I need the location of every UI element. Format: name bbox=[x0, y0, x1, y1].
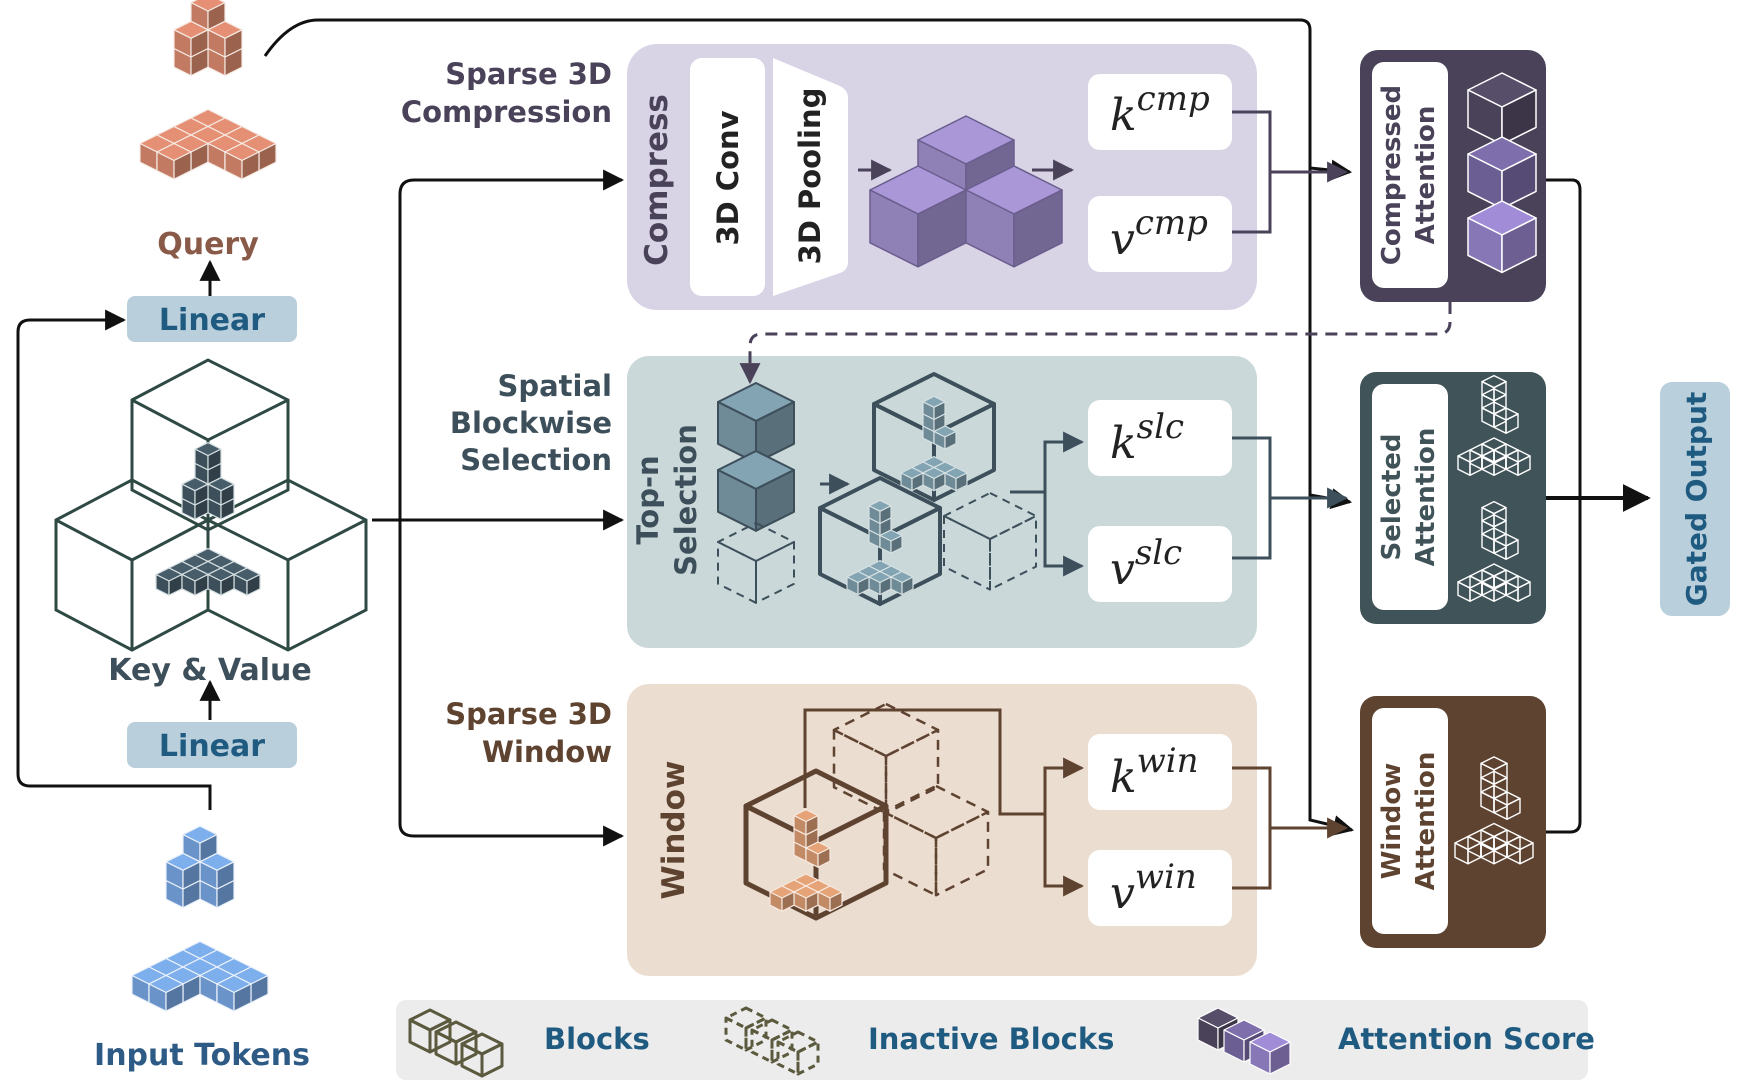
window-blocks-icon bbox=[743, 702, 990, 921]
selection-title-2: Blockwise bbox=[450, 406, 612, 440]
k-win-box: kwin bbox=[1088, 734, 1232, 810]
selection-title-3: Selection bbox=[460, 443, 612, 477]
compressed-cubes-icon bbox=[869, 115, 1063, 268]
compression-kv-merge bbox=[1230, 110, 1346, 234]
v-cmp-box: vcmp bbox=[1088, 196, 1232, 272]
svg-text:Linear: Linear bbox=[159, 729, 265, 764]
topn-stage-label-2: Selection bbox=[669, 424, 703, 576]
compression-title-2: Compression bbox=[401, 95, 612, 129]
selected-attention-card: Selected Attention bbox=[1360, 372, 1546, 624]
selected-blocks-icon bbox=[818, 372, 1037, 606]
compression-title-1: Sparse 3D bbox=[445, 57, 612, 91]
inactive-blocks-legend-icon bbox=[724, 1006, 820, 1076]
svg-text:Attention: Attention bbox=[1411, 106, 1441, 245]
legend: Blocks Inactive Blocks Attention Score bbox=[396, 1000, 1595, 1080]
compress-stage-label: Compress bbox=[639, 94, 675, 266]
window-title-1: Sparse 3D bbox=[445, 697, 612, 731]
window-title-2: Window bbox=[482, 735, 612, 769]
compressed-attention-card: Compressed Attention bbox=[1360, 50, 1546, 302]
window-panel bbox=[627, 684, 1257, 976]
gated-output-box: Gated Output bbox=[1660, 382, 1730, 616]
input-tokens-icon bbox=[131, 825, 269, 1012]
svg-text:Gated Output: Gated Output bbox=[1680, 392, 1713, 607]
svg-text:kcmp: kcmp bbox=[1110, 79, 1210, 141]
svg-text:Linear: Linear bbox=[159, 303, 265, 338]
selection-title-1: Spatial bbox=[497, 369, 612, 403]
k-slc-box: kslc bbox=[1088, 400, 1232, 476]
svg-text:kwin: kwin bbox=[1110, 741, 1199, 803]
attention-score-legend-icon bbox=[1197, 1007, 1291, 1075]
legend-inactive-label: Inactive Blocks bbox=[868, 1022, 1114, 1056]
svg-text:vslc: vslc bbox=[1110, 533, 1182, 595]
blocks-legend-icon bbox=[408, 1008, 504, 1078]
query-voxels-icon bbox=[139, 0, 277, 180]
selection-feedback-arrow bbox=[739, 302, 1452, 385]
window-attention-card: Window Attention bbox=[1360, 696, 1546, 948]
linear-box-kv: Linear bbox=[127, 722, 297, 768]
legend-blocks-label: Blocks bbox=[544, 1022, 650, 1056]
svg-text:Attention: Attention bbox=[1411, 752, 1441, 891]
v-win-box: vwin bbox=[1088, 850, 1232, 926]
selection-kv-merge bbox=[1230, 436, 1346, 560]
svg-text:kslc: kslc bbox=[1110, 407, 1184, 469]
svg-text:Compressed: Compressed bbox=[1377, 85, 1407, 265]
legend-score-label: Attention Score bbox=[1338, 1022, 1595, 1056]
pool-3d-box: 3D Pooling bbox=[773, 58, 848, 296]
window-stage-label: Window bbox=[656, 760, 692, 899]
svg-text:3D Pooling: 3D Pooling bbox=[793, 88, 827, 265]
linear-box-query: Linear bbox=[127, 296, 297, 342]
svg-text:vcmp: vcmp bbox=[1110, 203, 1208, 265]
kv-label: Key & Value bbox=[108, 653, 311, 688]
svg-text:Selected: Selected bbox=[1377, 434, 1407, 561]
svg-text:vwin: vwin bbox=[1110, 857, 1197, 919]
v-slc-box: vslc bbox=[1088, 526, 1232, 602]
topn-blocks-icon bbox=[717, 382, 795, 604]
input-tokens-label: Input Tokens bbox=[94, 1038, 310, 1073]
conv-3d-box: 3D Conv bbox=[690, 58, 765, 296]
k-cmp-box: kcmp bbox=[1088, 74, 1232, 150]
kv-voxels-icon bbox=[54, 358, 368, 652]
svg-text:Attention: Attention bbox=[1411, 428, 1441, 567]
query-label: Query bbox=[157, 227, 259, 262]
window-kv-merge bbox=[1230, 766, 1346, 890]
topn-stage-label-1: Top-n bbox=[631, 455, 665, 544]
svg-text:3D Conv: 3D Conv bbox=[711, 110, 745, 245]
svg-text:Window: Window bbox=[1377, 763, 1407, 880]
